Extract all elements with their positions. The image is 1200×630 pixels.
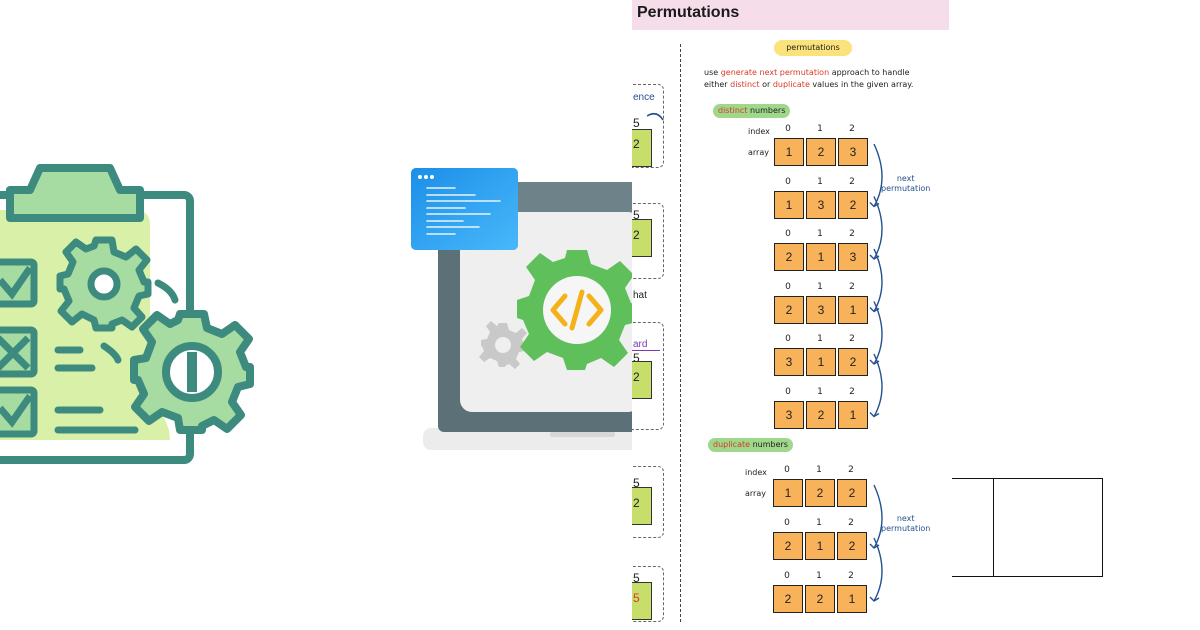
arrow-head xyxy=(869,596,880,602)
fragment-cell xyxy=(632,582,652,620)
index-number: 0 xyxy=(785,281,791,292)
index-number: 2 xyxy=(849,334,855,344)
distinct-numbers-tag: distinct numbers xyxy=(713,104,791,118)
index-number: 2 xyxy=(849,281,855,292)
fragment-index: 5 xyxy=(633,351,640,365)
fragment-index: 5 xyxy=(633,476,640,490)
index-number: 2 xyxy=(848,518,854,528)
checklist-gears-icon xyxy=(0,164,254,464)
array-cell: 3 xyxy=(806,295,836,324)
array-cell: 2 xyxy=(774,295,804,324)
array-cell: 2 xyxy=(837,479,867,507)
index-number: 0 xyxy=(785,229,791,239)
array-cell: 2 xyxy=(806,138,836,166)
index-number: 0 xyxy=(785,176,791,187)
curved-arrow xyxy=(873,537,883,602)
array-cell: 1 xyxy=(806,348,836,376)
duplicate-numbers-tag: duplicate numbers xyxy=(708,438,793,452)
array-cell: 2 xyxy=(806,400,836,429)
index-label: index xyxy=(745,468,767,477)
index-number: 1 xyxy=(817,229,823,239)
fragment-text: ard xyxy=(633,339,648,350)
fragment-value: 2 xyxy=(633,496,640,510)
index-number: 1 xyxy=(817,281,823,292)
curved-arrow xyxy=(873,143,883,207)
array-cell: 2 xyxy=(838,190,868,219)
index-number: 0 xyxy=(785,334,791,344)
laptop-code-gear-icon xyxy=(411,168,635,450)
fragment-arc xyxy=(647,112,664,121)
index-number: 1 xyxy=(817,334,823,344)
fragment-index: 5 xyxy=(633,571,640,585)
index-number: 1 xyxy=(816,518,822,528)
index-number: 0 xyxy=(784,571,790,581)
fragment-cell xyxy=(632,219,652,257)
array-label: array xyxy=(745,489,766,498)
array-cell: 1 xyxy=(805,532,835,560)
index-number: 0 xyxy=(784,518,790,528)
array-cell: 2 xyxy=(837,532,867,560)
array-cell: 2 xyxy=(805,585,835,613)
array-cell: 3 xyxy=(774,400,804,429)
fragment-cell xyxy=(632,129,652,167)
index-number: 2 xyxy=(849,176,855,187)
curved-arrow xyxy=(873,484,883,549)
index-number: 2 xyxy=(849,229,855,239)
index-number: 1 xyxy=(817,386,823,397)
fragment-value: 2 xyxy=(633,137,640,151)
array-cell: 3 xyxy=(806,190,836,219)
index-number: 2 xyxy=(848,571,854,581)
fragment-index: 5 xyxy=(633,208,640,222)
array-cell: 2 xyxy=(838,348,868,376)
dashed-divider xyxy=(680,44,681,622)
array-cell: 2 xyxy=(773,532,803,560)
document-title: Permutations xyxy=(637,4,740,21)
array-cell: 1 xyxy=(774,138,804,166)
fragment-underline xyxy=(632,350,660,351)
array-cell: 3 xyxy=(838,243,868,271)
fragment-text: ence xyxy=(633,92,655,103)
topic-pill: permutations xyxy=(774,40,852,56)
document-header xyxy=(632,0,949,30)
index-number: 0 xyxy=(785,124,791,134)
array-cell: 2 xyxy=(773,585,803,613)
array-cell: 2 xyxy=(774,243,804,271)
permutations-document: Permutations ence 5 2 5 2 hat ard 5 2 5 … xyxy=(632,0,950,630)
index-number: 1 xyxy=(816,571,822,581)
array-cell: 1 xyxy=(838,295,868,324)
index-number: 2 xyxy=(848,465,854,475)
array-cell: 1 xyxy=(838,400,868,429)
fragment-text: hat xyxy=(633,290,647,301)
array-label: array xyxy=(748,148,769,157)
next-permutation-arrows xyxy=(869,143,883,602)
array-cell: 3 xyxy=(774,348,804,376)
intro-text: use generate next permutation approach t… xyxy=(704,68,914,89)
arrow-head xyxy=(869,412,880,418)
empty-box xyxy=(993,478,1103,577)
fragment-cell xyxy=(632,487,652,525)
array-cell: 1 xyxy=(837,585,867,613)
index-number: 1 xyxy=(816,465,822,475)
array-cell: 1 xyxy=(774,190,804,219)
index-label: index xyxy=(748,127,770,136)
fragment-index: 5 xyxy=(633,116,640,130)
index-number: 0 xyxy=(785,386,791,397)
curved-arrow xyxy=(873,353,883,417)
fragment-value: 2 xyxy=(633,370,640,384)
index-number: 0 xyxy=(784,465,790,475)
array-cell: 1 xyxy=(806,243,836,271)
index-number: 1 xyxy=(817,176,823,187)
array-cell: 3 xyxy=(838,138,868,166)
index-number: 1 xyxy=(817,124,823,134)
fragment-value: 5 xyxy=(633,591,640,605)
array-cell: 2 xyxy=(805,479,835,507)
partial-box xyxy=(952,478,993,577)
index-number: 2 xyxy=(849,386,855,397)
fragment-value: 2 xyxy=(633,228,640,242)
index-number: 2 xyxy=(849,124,855,134)
fragment-cell xyxy=(632,361,652,399)
array-cell: 1 xyxy=(773,479,803,507)
